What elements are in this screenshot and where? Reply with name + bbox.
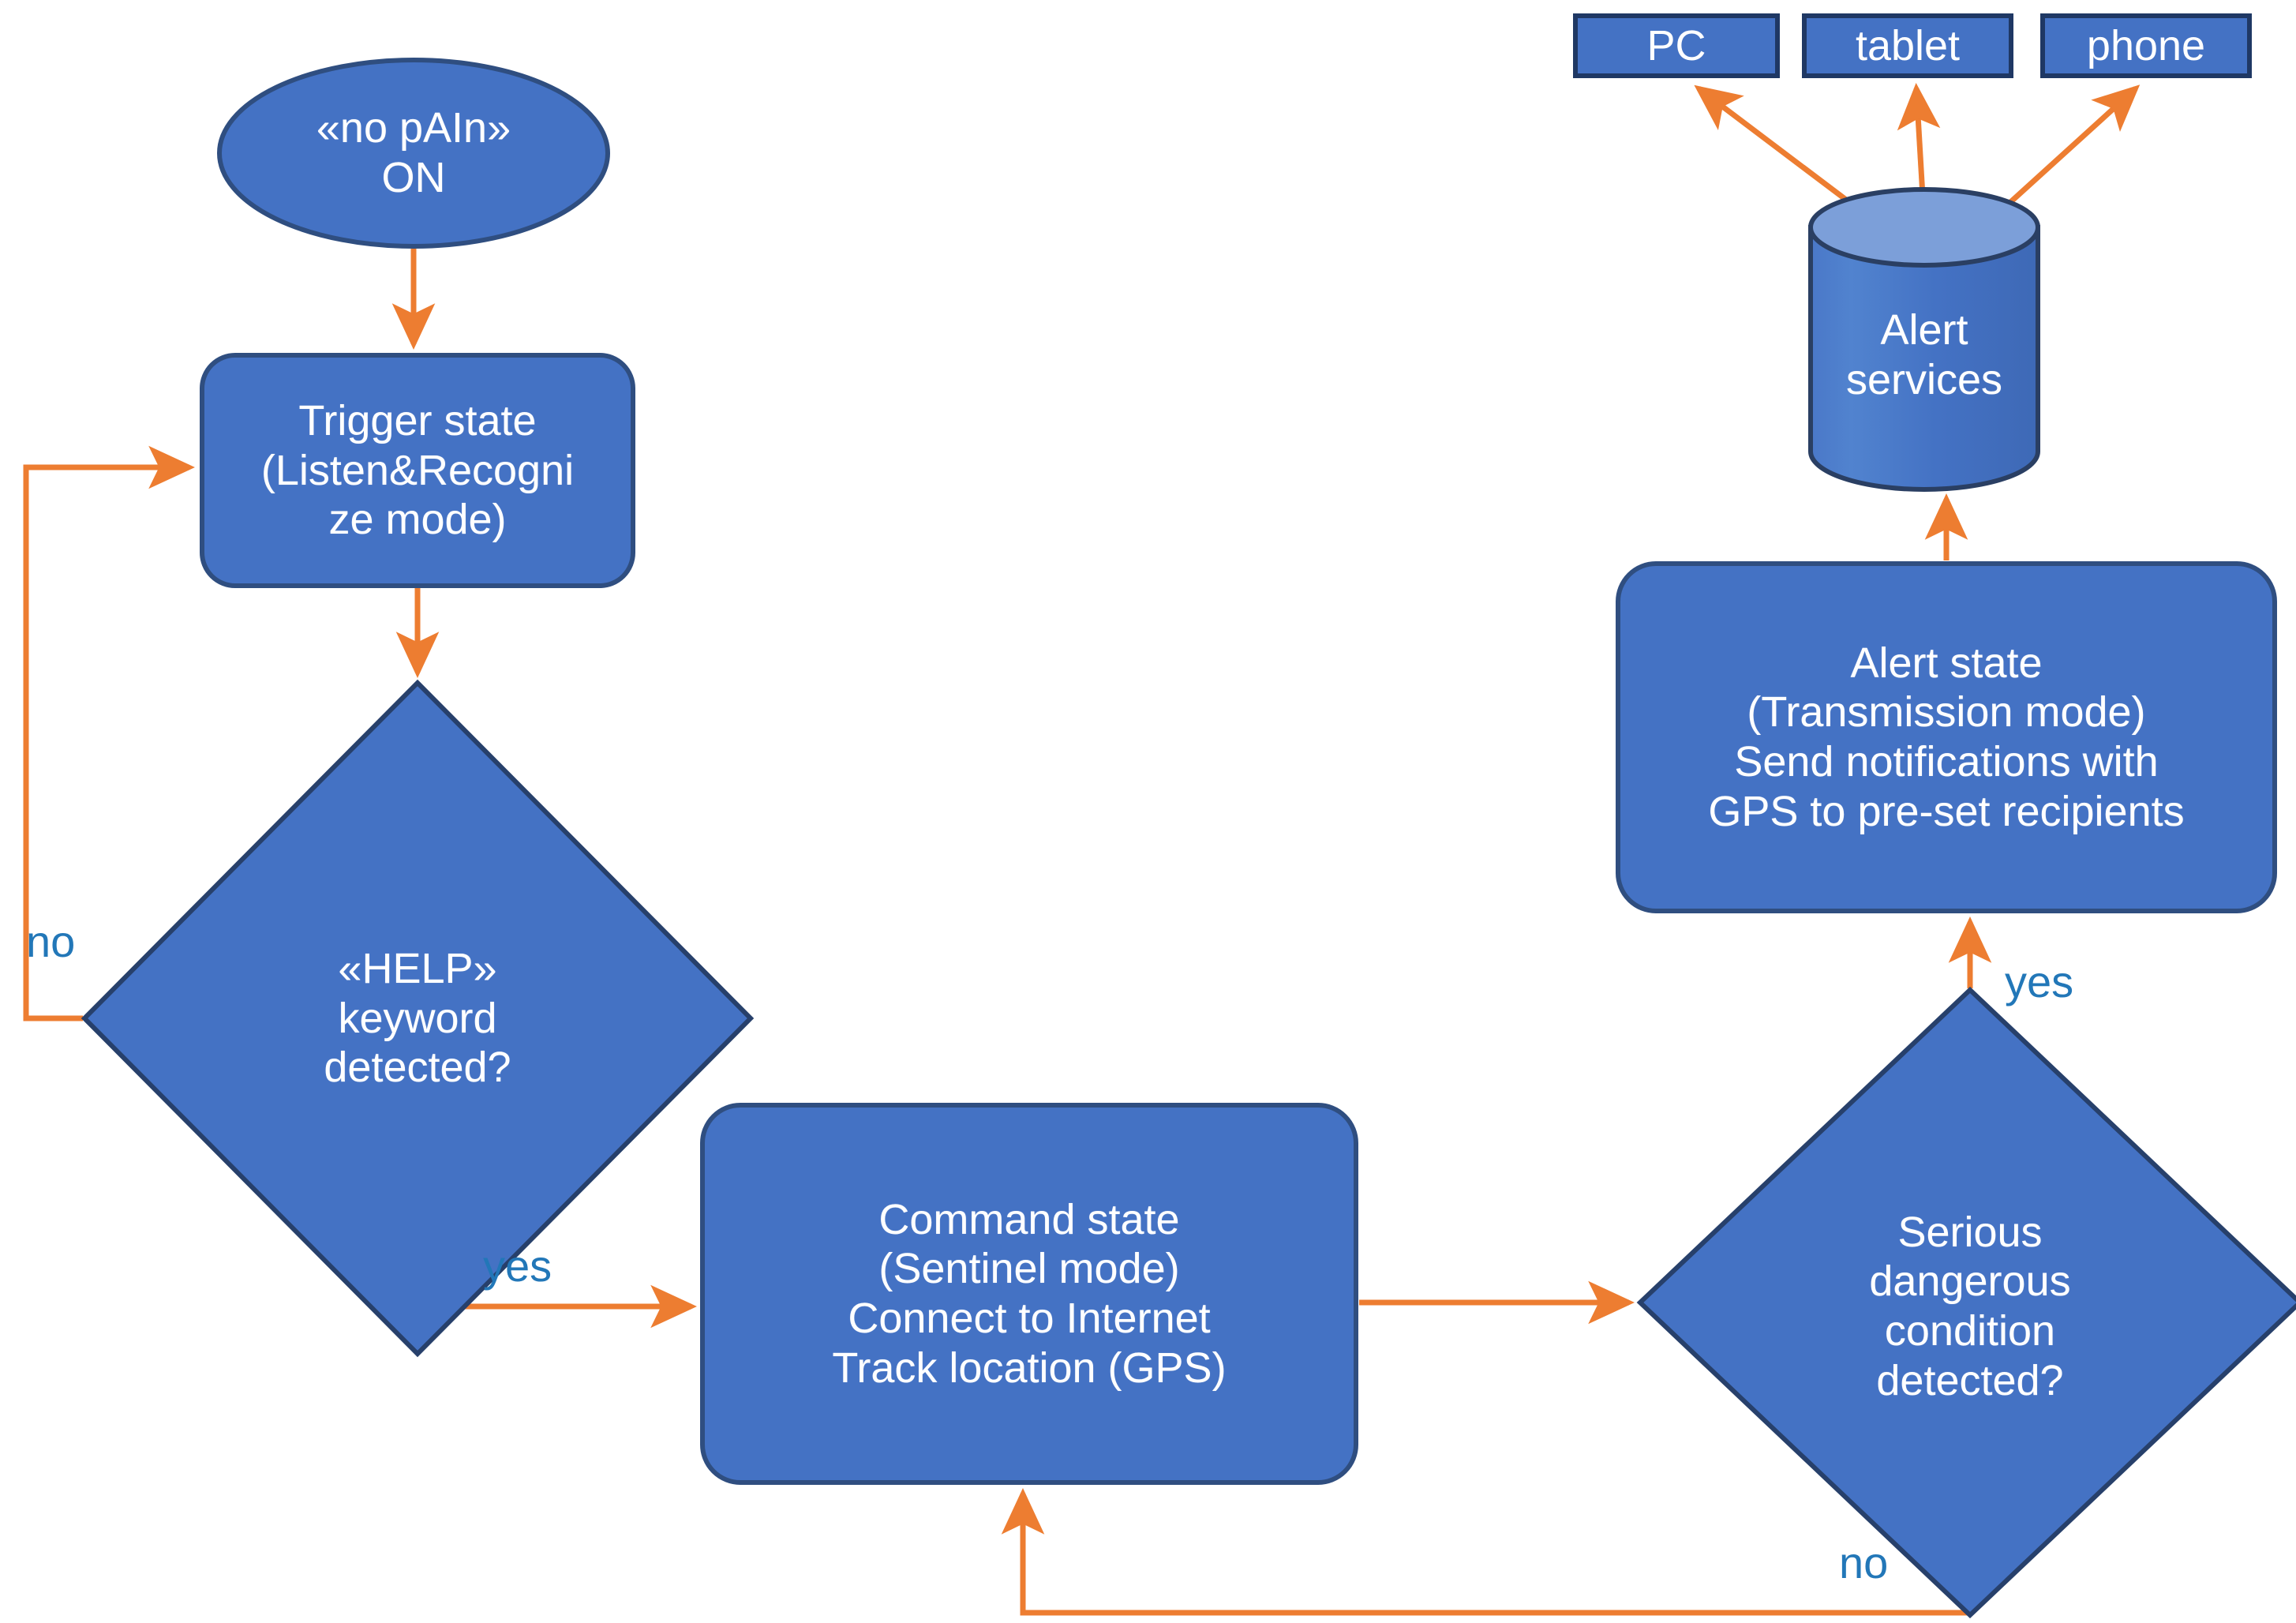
edge-label-danger-yes: yes [2005, 957, 2074, 1006]
device-pc-node-shape[interactable] [1573, 13, 1780, 78]
device-phone-node-label: phone [2086, 22, 2206, 69]
edge-danger-no-to-command [1001, 1488, 1973, 1616]
trigger-state-node-shape[interactable] [200, 353, 635, 588]
edge-label-danger-no: no [1839, 1538, 1889, 1587]
device-tablet-node-shape[interactable] [1802, 13, 2013, 78]
alert-state-node-shape[interactable] [1616, 561, 2277, 913]
device-tablet-node-label: tablet [1855, 22, 1961, 69]
edge-help-no-to-trigger [23, 445, 195, 1021]
serious-danger-decision-node-shape[interactable] [1636, 986, 2296, 1619]
command-state-node-shape[interactable] [700, 1103, 1358, 1485]
device-pc-node-label: PC [1646, 22, 1706, 69]
node-shape-group [81, 13, 2296, 1619]
alert-services-datastore-node-shape[interactable] [1808, 187, 2040, 492]
device-phone-node-shape[interactable] [2040, 13, 2252, 78]
edge-label-help-yes: yes [483, 1241, 552, 1291]
help-keyword-decision-node-shape[interactable] [81, 679, 755, 1358]
start-node-shape[interactable] [217, 58, 610, 249]
edge-label-help-no: no [26, 916, 76, 966]
cylinder-top-ellipse [1808, 187, 2040, 268]
cylinder-body [1808, 225, 2040, 492]
